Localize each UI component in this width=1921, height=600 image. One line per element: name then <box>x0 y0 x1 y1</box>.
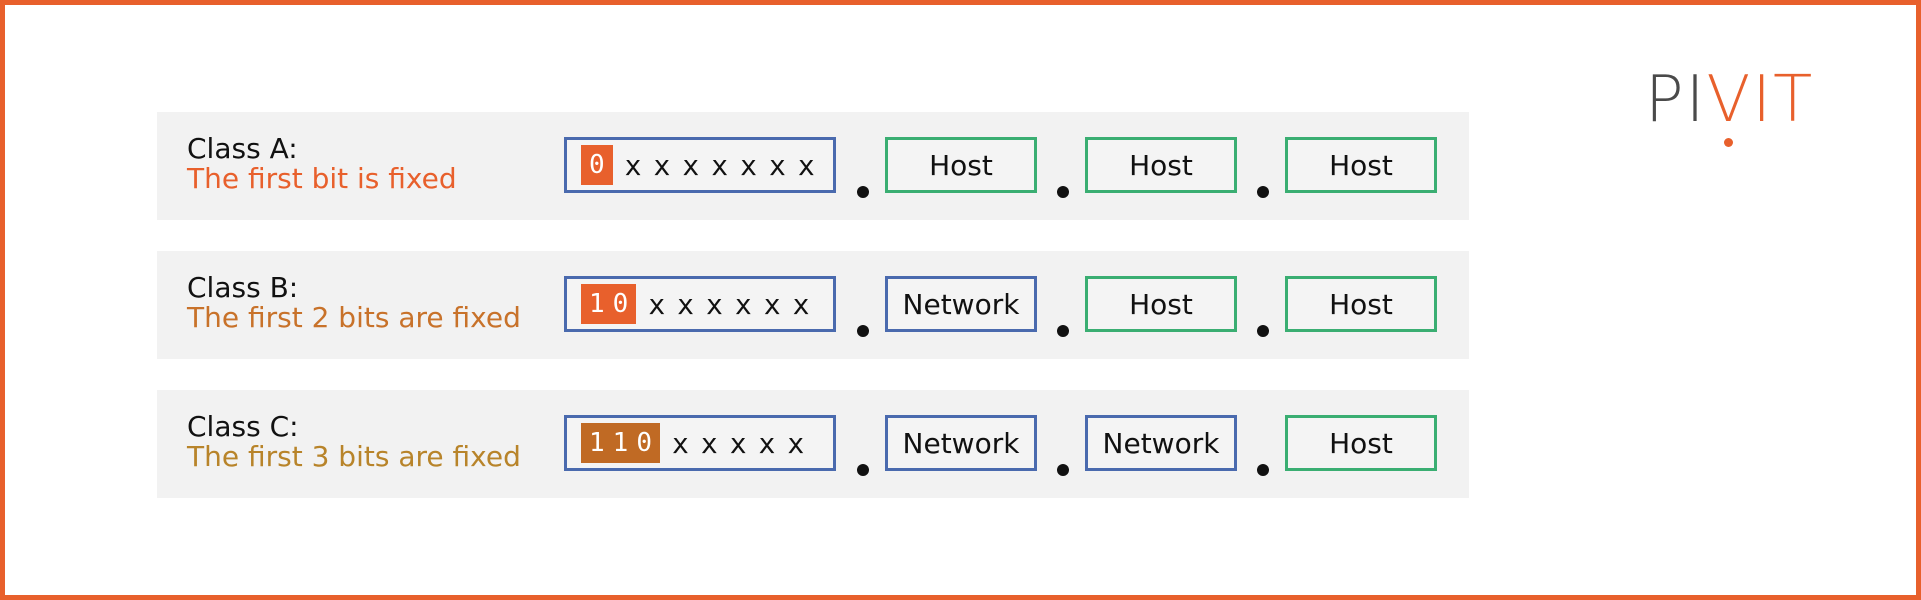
fixed-bit: 0 <box>612 289 629 319</box>
octet-separator-dot <box>857 186 869 198</box>
free-bit: x <box>787 426 805 460</box>
class-b-octet-2: Network <box>885 276 1037 332</box>
class-a-octet-3: Host <box>1085 137 1237 193</box>
class-c-row: Class C: The first 3 bits are fixed 1 1 … <box>157 390 1469 498</box>
free-bit: x <box>700 426 718 460</box>
class-b-description: The first 2 bits are fixed <box>187 301 521 334</box>
class-b-first-octet: 1 0 x x x x x x <box>564 276 836 332</box>
fixed-bit: 1 <box>612 428 629 458</box>
octet-separator-dot <box>1257 464 1269 476</box>
free-bit: x <box>758 426 776 460</box>
free-bit: x <box>763 287 781 321</box>
class-b-free-bits: x x x x x x <box>642 288 815 321</box>
free-bit: x <box>768 148 786 182</box>
class-c-octet-3: Network <box>1085 415 1237 471</box>
free-bit: x <box>677 287 695 321</box>
class-b-fixed-bits: 1 0 <box>581 284 637 324</box>
class-c-description: The first 3 bits are fixed <box>187 440 521 473</box>
class-a-label: Class A: The first bit is fixed <box>187 134 457 194</box>
class-b-octet-4: Host <box>1285 276 1437 332</box>
class-a-title: Class A: <box>187 132 298 165</box>
class-c-first-octet: 1 1 0 x x x x x <box>564 415 836 471</box>
logo-text-v: V <box>1706 63 1753 147</box>
free-bit: x <box>729 426 747 460</box>
logo-dot-icon <box>1724 138 1734 147</box>
octet-separator-dot <box>1257 186 1269 198</box>
free-bit: x <box>706 287 723 321</box>
octet-separator-dot <box>1257 325 1269 337</box>
logo-text-it: IT <box>1752 63 1815 137</box>
class-a-description: The first bit is fixed <box>187 162 457 195</box>
class-c-title: Class C: <box>187 410 299 443</box>
free-bit: x <box>797 148 815 182</box>
class-a-first-octet: 0 x x x x x x x <box>564 137 836 193</box>
fixed-bit: 1 <box>589 428 605 458</box>
octet-separator-dot <box>1057 325 1069 337</box>
free-bit: x <box>740 148 757 182</box>
class-c-label: Class C: The first 3 bits are fixed <box>187 412 521 472</box>
fixed-bit: 0 <box>636 428 652 458</box>
free-bit: x <box>653 148 671 182</box>
octet-separator-dot <box>857 464 869 476</box>
fixed-bit: 0 <box>589 150 605 180</box>
class-c-octet-2: Network <box>885 415 1037 471</box>
free-bit: x <box>711 148 729 182</box>
octet-separator-dot <box>857 325 869 337</box>
fixed-bit: 1 <box>589 289 605 319</box>
logo-text-pi: PI <box>1645 63 1707 137</box>
free-bit: x <box>648 287 666 321</box>
class-c-fixed-bits: 1 1 0 <box>581 423 660 463</box>
class-b-label: Class B: The first 2 bits are fixed <box>187 273 521 333</box>
class-b-row: Class B: The first 2 bits are fixed 1 0 … <box>157 251 1469 359</box>
class-a-free-bits: x x x x x x x <box>619 149 821 182</box>
class-a-octet-2: Host <box>885 137 1037 193</box>
octet-separator-dot <box>1057 464 1069 476</box>
free-bit: x <box>682 148 700 182</box>
free-bit: x <box>792 287 810 321</box>
class-b-title: Class B: <box>187 271 299 304</box>
class-a-row: Class A: The first bit is fixed 0 x x x … <box>157 112 1469 220</box>
class-a-octet-4: Host <box>1285 137 1437 193</box>
logo-v-letter: V <box>1706 63 1753 137</box>
free-bit: x <box>624 148 642 182</box>
class-c-free-bits: x x x x x <box>666 427 810 460</box>
free-bit: x <box>734 287 752 321</box>
class-a-fixed-bits: 0 <box>581 145 613 185</box>
class-c-octet-4: Host <box>1285 415 1437 471</box>
octet-separator-dot <box>1057 186 1069 198</box>
free-bit: x <box>671 426 689 460</box>
class-b-octet-3: Host <box>1085 276 1237 332</box>
